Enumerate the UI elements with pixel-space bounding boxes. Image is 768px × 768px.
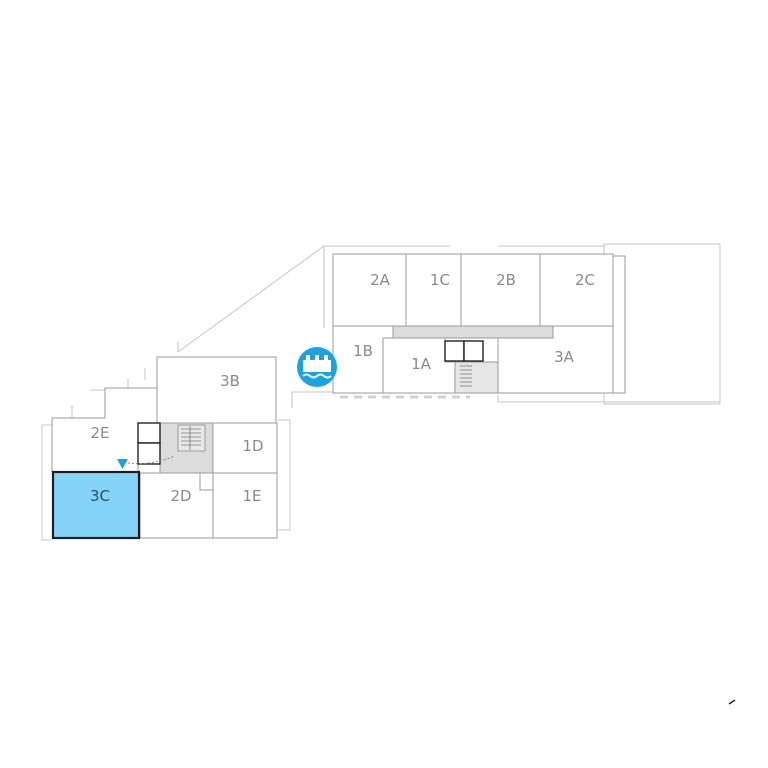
label-3a: 3A — [554, 348, 575, 366]
label-3c: 3C — [90, 487, 110, 505]
stair-right — [460, 365, 472, 387]
elevator-right-a — [444, 340, 465, 362]
unit-2d[interactable] — [139, 472, 214, 539]
unit-1e[interactable] — [212, 472, 278, 539]
label-1b: 1B — [353, 342, 373, 360]
pool-icon — [297, 347, 337, 387]
compass-mark-icon — [728, 699, 736, 705]
label-2b: 2B — [496, 271, 516, 289]
label-2c: 2C — [575, 271, 595, 289]
stair-left — [181, 426, 201, 450]
unit-labels: 2A 1C 2B 2C 1B 1A 3A 3B 2E 1D 3C 2D 1E — [90, 271, 595, 505]
label-2e: 2E — [90, 424, 109, 442]
core-left — [117, 422, 214, 474]
elevator-right-b — [463, 340, 484, 362]
label-1c: 1C — [430, 271, 450, 289]
unit-3c[interactable] — [51, 470, 141, 540]
left-wing — [51, 356, 278, 539]
unit-1c[interactable] — [405, 253, 462, 327]
unit-2c[interactable] — [539, 253, 614, 327]
label-1e: 1E — [242, 487, 261, 505]
elevator-left-b — [137, 442, 161, 465]
label-2a: 2A — [370, 271, 391, 289]
label-1d: 1D — [242, 437, 263, 455]
unit-3b[interactable] — [156, 356, 277, 424]
unit-2b[interactable] — [460, 253, 541, 327]
unit-1d[interactable] — [212, 422, 278, 474]
label-3b: 3B — [220, 372, 240, 390]
entrance-arrow-icon — [117, 459, 128, 469]
elevator-left-a — [137, 422, 161, 444]
label-1a: 1A — [411, 355, 432, 373]
core-right — [340, 325, 554, 399]
label-2d: 2D — [170, 487, 191, 505]
unit-2a[interactable] — [332, 253, 407, 327]
